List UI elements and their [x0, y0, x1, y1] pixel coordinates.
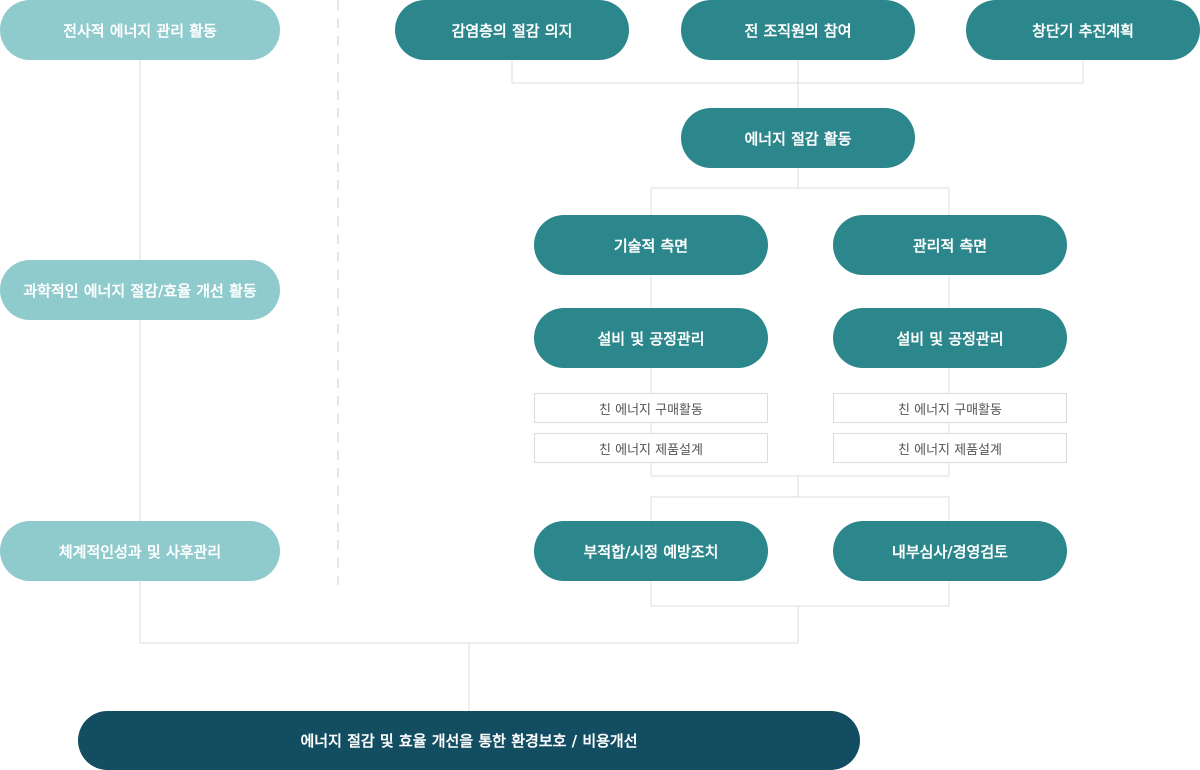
- managerial-facility-label: 설비 및 공정관리: [896, 329, 1004, 348]
- left-node-performance-followup-label: 체계적인성과 및 사후관리: [58, 542, 222, 561]
- technical-aspect-node: 기술적 측면: [534, 215, 768, 275]
- internal-audit-label: 내부심사/경영검토: [892, 542, 1008, 561]
- technical-design-label: 친 에너지 제품설계: [599, 442, 703, 458]
- technical-purchase-label: 친 에너지 구매활동: [599, 402, 703, 418]
- managerial-aspect-label: 관리적 측면: [912, 236, 988, 255]
- technical-design-box: 친 에너지 제품설계: [534, 433, 768, 463]
- technical-purchase-box: 친 에너지 구매활동: [534, 393, 768, 423]
- managerial-purchase-label: 친 에너지 구매활동: [898, 402, 1002, 418]
- left-node-scientific-activity: 과학적인 에너지 절감/효율 개선 활동: [0, 260, 280, 320]
- left-node-performance-followup: 체계적인성과 및 사후관리: [0, 521, 280, 581]
- internal-audit-node: 내부심사/경영검토: [833, 521, 1067, 581]
- top-node-long-term-plan: 창단기 추진계획: [966, 0, 1200, 60]
- managerial-aspect-node: 관리적 측면: [833, 215, 1067, 275]
- managerial-design-label: 친 에너지 제품설계: [898, 442, 1002, 458]
- left-node-enterprise-energy: 전사적 에너지 관리 활동: [0, 0, 280, 60]
- top-node-all-staff: 전 조직원의 참여: [681, 0, 915, 60]
- result-node: 에너지 절감 및 효율 개선을 통한 환경보호 / 비용개선: [78, 711, 860, 770]
- technical-aspect-label: 기술적 측면: [613, 236, 689, 255]
- corrective-action-label: 부적합/시정 예방조치: [583, 542, 719, 561]
- top-node-reduction-will-label: 감염층의 절감 의지: [451, 21, 573, 40]
- left-node-scientific-activity-label: 과학적인 에너지 절감/효율 개선 활동: [23, 281, 257, 300]
- top-node-reduction-will: 감염층의 절감 의지: [395, 0, 629, 60]
- result-label: 에너지 절감 및 효율 개선을 통한 환경보호 / 비용개선: [300, 732, 638, 750]
- energy-saving-activity-label: 에너지 절감 활동: [744, 129, 852, 148]
- top-node-long-term-plan-label: 창단기 추진계획: [1032, 21, 1134, 40]
- technical-facility-node: 설비 및 공정관리: [534, 308, 768, 368]
- top-node-all-staff-label: 전 조직원의 참여: [744, 21, 852, 40]
- technical-facility-label: 설비 및 공정관리: [597, 329, 705, 348]
- left-node-enterprise-energy-label: 전사적 에너지 관리 활동: [63, 21, 217, 40]
- managerial-purchase-box: 친 에너지 구매활동: [833, 393, 1067, 423]
- managerial-facility-node: 설비 및 공정관리: [833, 308, 1067, 368]
- managerial-design-box: 친 에너지 제품설계: [833, 433, 1067, 463]
- energy-saving-activity-node: 에너지 절감 활동: [681, 108, 915, 168]
- corrective-action-node: 부적합/시정 예방조치: [534, 521, 768, 581]
